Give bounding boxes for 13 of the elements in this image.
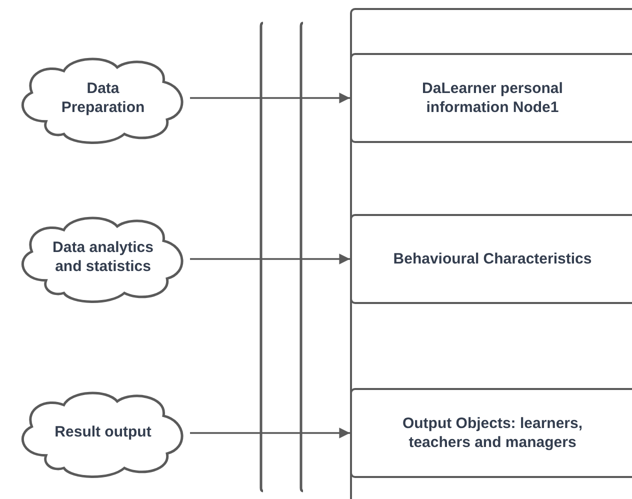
arrow — [190, 92, 350, 104]
process-box — [350, 52, 632, 142]
arrow — [190, 428, 350, 438]
cloud-label: Data Preparation — [60, 79, 146, 117]
cloud-label: Data analytics and statistics — [52, 238, 154, 276]
box-label: Output Objects: learners, teachers and managers — [401, 414, 584, 452]
arrow — [190, 254, 350, 264]
process-box — [350, 214, 632, 304]
box-label: Behavioural Characteristics — [392, 249, 593, 268]
container-frame — [350, 8, 632, 499]
box-label: DaLearner personal information Node1 — [421, 78, 564, 116]
process-box — [350, 388, 632, 478]
cloud-label: Result output — [54, 422, 152, 442]
